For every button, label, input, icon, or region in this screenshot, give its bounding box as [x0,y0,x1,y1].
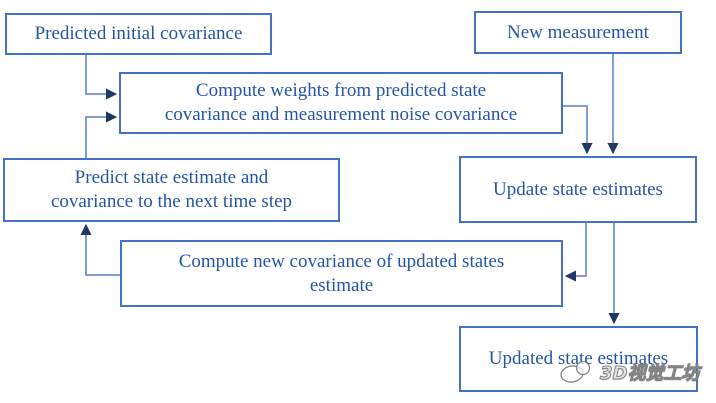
arrow-compute-new-covariance-to-predict-state [80,223,120,276]
box-label: Predicted initial covariance [34,23,243,44]
box-new-measurement: New measurement [474,11,682,54]
box-label: Update state estimates [493,178,663,200]
box-compute-new-covariance: Compute new covariance of updated states… [120,240,563,307]
box-label-line2: covariance to the next time step [50,191,293,212]
box-label-line2: estimate [309,274,374,296]
box-label-line1: Compute weights from predicted state [195,80,487,101]
arrow-update-state-to-compute-new-covariance [564,223,587,282]
box-predicted-initial-covariance: Predicted initial covariance [5,13,272,55]
box-label: New measurement [507,21,649,43]
box-label: Updated state estimates [488,348,669,369]
box-label-line1: Compute new covariance of updated states [178,250,505,272]
arrow-predict-state-to-compute-weights [85,111,118,158]
box-update-state: Update state estimates [459,156,697,223]
box-updated-state-estimates: Updated state estimates [459,326,698,392]
box-label-line2: covariance and measurement noise covaria… [164,104,518,125]
arrow-compute-weights-to-update-state [563,105,593,155]
box-predict-state: Predict state estimate and covariance to… [3,158,340,222]
box-label-line1: Predict state estimate and [74,167,269,188]
arrow-predicted-covariance-to-compute-weights [85,55,118,100]
box-compute-weights: Compute weights from predicted state cov… [119,72,563,134]
